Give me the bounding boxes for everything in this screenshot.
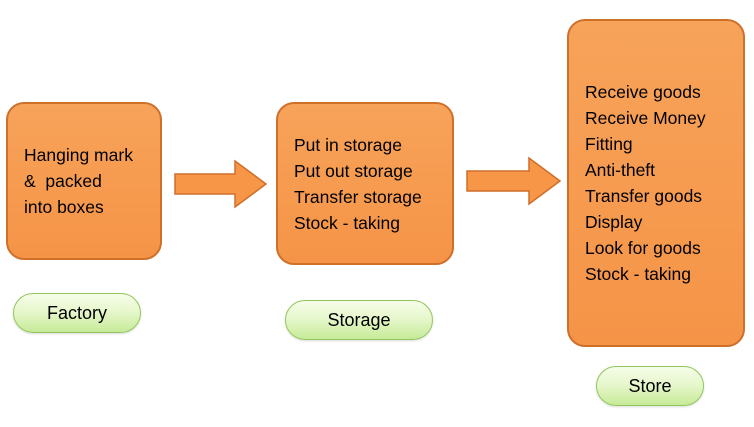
store-label: Store	[596, 366, 704, 406]
factory-process-line: Hanging mark	[24, 145, 133, 165]
store-process-line: Stock - taking	[585, 264, 692, 284]
store-process-line: Display	[585, 212, 643, 232]
factory-label: Factory	[13, 293, 141, 333]
store-process-line: Transfer goods	[585, 186, 703, 206]
store-process-box: Receive goods Receive Money Fitting Anti…	[567, 19, 745, 347]
right-block-arrow-icon	[174, 159, 268, 209]
storage-label: Storage	[285, 300, 433, 340]
factory-process-box: Hanging mark & packed into boxes	[6, 102, 162, 260]
storage-process-line: Put in storage	[294, 134, 402, 155]
storage-process-box: Put in storage Put out storage Transfer …	[276, 102, 454, 265]
factory-process-line: into boxes	[24, 197, 104, 217]
store-process-line: Receive goods	[585, 82, 701, 102]
store-process-line: Fitting	[585, 134, 633, 154]
factory-process-line: & packed	[24, 171, 102, 191]
store-process-line: Anti-theft	[585, 160, 656, 180]
store-process-line: Receive Money	[585, 108, 706, 128]
storage-process-line: Put out storage	[294, 160, 413, 181]
right-block-arrow-icon	[466, 156, 562, 206]
storage-process-line: Transfer storage	[294, 186, 422, 207]
store-process-line: Look for goods	[585, 238, 701, 258]
storage-process-line: Stock - taking	[294, 212, 401, 233]
